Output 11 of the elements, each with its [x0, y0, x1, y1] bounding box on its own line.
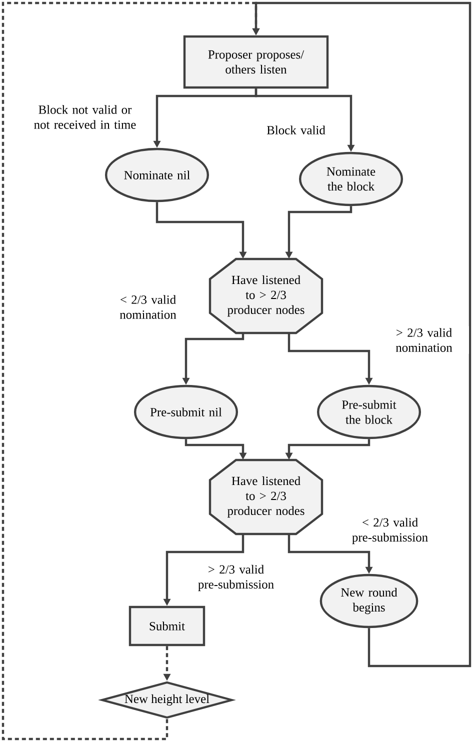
edge-label: > 2/3 valid pre-submission: [198, 564, 274, 592]
edge-label: > 2/3 valid nomination: [396, 328, 452, 352]
edge-label: < 2/3 valid nomination: [120, 295, 176, 319]
arrow: [2, 2, 260, 740]
decision-octagon: Have listened to > 2/3 producer nodes: [208, 258, 324, 334]
decision-octagon: Have listened to > 2/3 producer nodes: [208, 458, 324, 536]
process-box: Proposer proposes/ others listen: [183, 35, 329, 89]
edge-label: Block valid: [266, 126, 326, 134]
process-box: Submit: [128, 606, 206, 646]
edge-label: < 2/3 valid pre-submission: [352, 518, 428, 544]
edge-label: Block not valid or not received in time: [34, 105, 136, 129]
